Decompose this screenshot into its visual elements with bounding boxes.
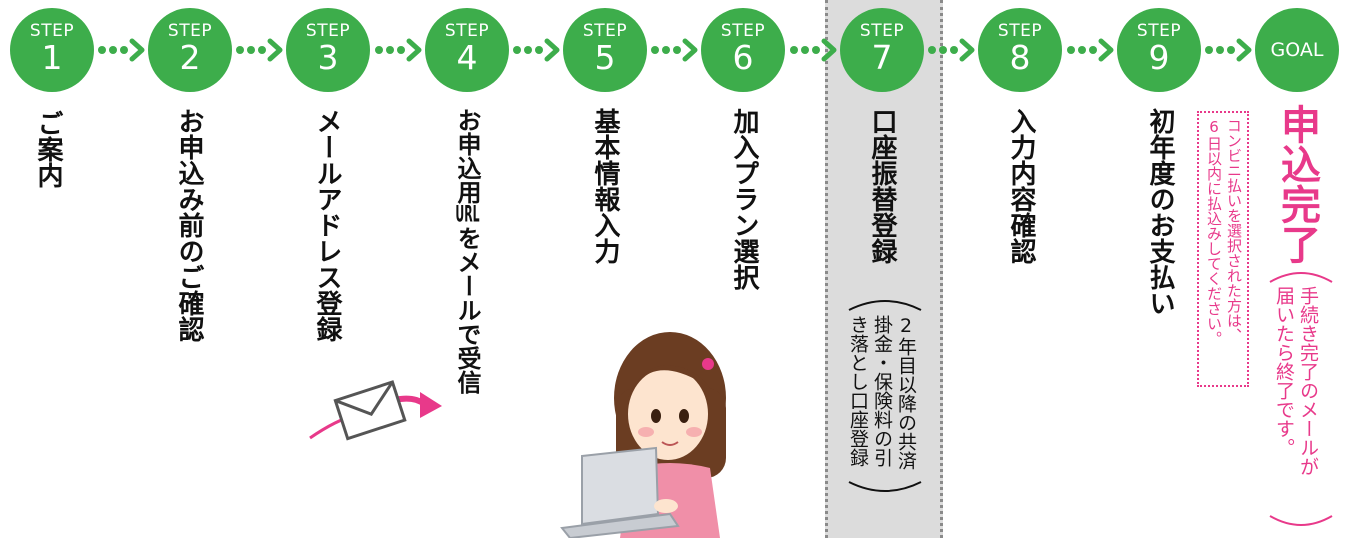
step-number: 6 <box>732 38 754 77</box>
step-label: STEP <box>859 21 905 41</box>
step-label: STEP <box>305 21 351 41</box>
step-1-circle: STEP 1 <box>10 8 94 92</box>
step-7-note-line: き落とし口座登録 <box>847 315 869 467</box>
step-2-title: お申込み前のご確認 <box>174 108 204 342</box>
goal-title: 申込完了 <box>1274 104 1320 264</box>
dotted-arrow-icon <box>1067 38 1114 62</box>
step-number: 5 <box>594 38 616 77</box>
step-label: STEP <box>444 21 490 41</box>
envelope-icon <box>309 380 442 441</box>
goal-label: GOAL <box>1270 39 1324 61</box>
dotted-arrow-icon <box>236 38 283 62</box>
step-number: 2 <box>179 38 201 77</box>
step-2-circle: STEP 2 <box>148 8 232 92</box>
step-label: STEP <box>29 21 75 41</box>
dotted-arrow-icon <box>790 38 837 62</box>
step-number: 8 <box>1009 38 1031 77</box>
step-label: STEP <box>167 21 213 41</box>
dotted-arrow-icon <box>928 38 975 62</box>
dotted-arrow-icon <box>651 38 698 62</box>
step-6-title: 加入プラン選択 <box>729 108 759 290</box>
step-9-circle: STEP 9 <box>1117 8 1201 92</box>
dotted-arrow-icon <box>513 38 560 62</box>
step-label: STEP <box>1136 21 1182 41</box>
step-9-title: 初年度のお支払い <box>1145 108 1175 316</box>
step-5-title: 基本情報入力 <box>590 108 620 264</box>
step-4-circle: STEP 4 <box>425 8 509 92</box>
step-5-circle: STEP 5 <box>563 8 647 92</box>
step-7-note-line: 掛金・保険料の引 <box>871 315 893 467</box>
goal-note-line: 手続き完了のメールが <box>1297 286 1319 476</box>
step-label: STEP <box>720 21 766 41</box>
step-3-circle: STEP 3 <box>286 8 370 92</box>
woman-with-laptop-illustration <box>560 332 726 538</box>
step-9-note-box <box>1197 111 1249 387</box>
step-4-title-url: URL <box>455 204 480 226</box>
dotted-arrow-icon <box>375 38 422 62</box>
dotted-arrow-icon <box>98 38 145 62</box>
step-8-title: 入力内容確認 <box>1006 108 1036 264</box>
step-label: STEP <box>997 21 1043 41</box>
step-9-note: コンビニ払いを選択された方は、 6日以内に払込みしてください。 <box>1204 118 1244 380</box>
step-7-note: 2年目以降の共済 掛金・保険料の引 き落とし口座登録 <box>846 315 918 490</box>
step-7-circle: STEP 7 <box>840 8 924 92</box>
step-label: STEP <box>582 21 628 41</box>
step-number: 9 <box>1148 38 1170 77</box>
dotted-arrow-icon <box>1205 38 1252 62</box>
goal-note: 手続き完了のメールが 届いたら終了です。 <box>1272 286 1320 518</box>
step-9-note-line: コンビニ払いを選択された方は、 <box>1225 118 1243 343</box>
note-bracket-icon <box>848 300 922 492</box>
step-7-title: 口座振替登録 <box>867 108 897 264</box>
step-number: 7 <box>871 38 893 77</box>
step-1-title: ご案内 <box>33 110 63 188</box>
goal-note-bracket-icon <box>1269 272 1333 526</box>
step-7-note-line: 2年目以降の共済 <box>895 315 917 470</box>
step-8-circle: STEP 8 <box>978 8 1062 92</box>
step-9-note-line: 6日以内に払込みしてください。 <box>1205 118 1223 346</box>
step-number: 3 <box>317 38 339 77</box>
step-number: 4 <box>456 38 478 77</box>
step-3-title: メールアドレス登録 <box>312 108 342 342</box>
step-number: 1 <box>41 38 63 77</box>
step-4-title: お申込用URLをメールで受信 <box>452 108 482 394</box>
goal-note-line: 届いたら終了です。 <box>1273 286 1295 457</box>
step-6-circle: STEP 6 <box>701 8 785 92</box>
goal-circle: GOAL <box>1255 8 1339 92</box>
step-4-title-bottom: をメールで受信 <box>453 226 481 394</box>
step-4-title-top: お申込用 <box>453 108 481 204</box>
